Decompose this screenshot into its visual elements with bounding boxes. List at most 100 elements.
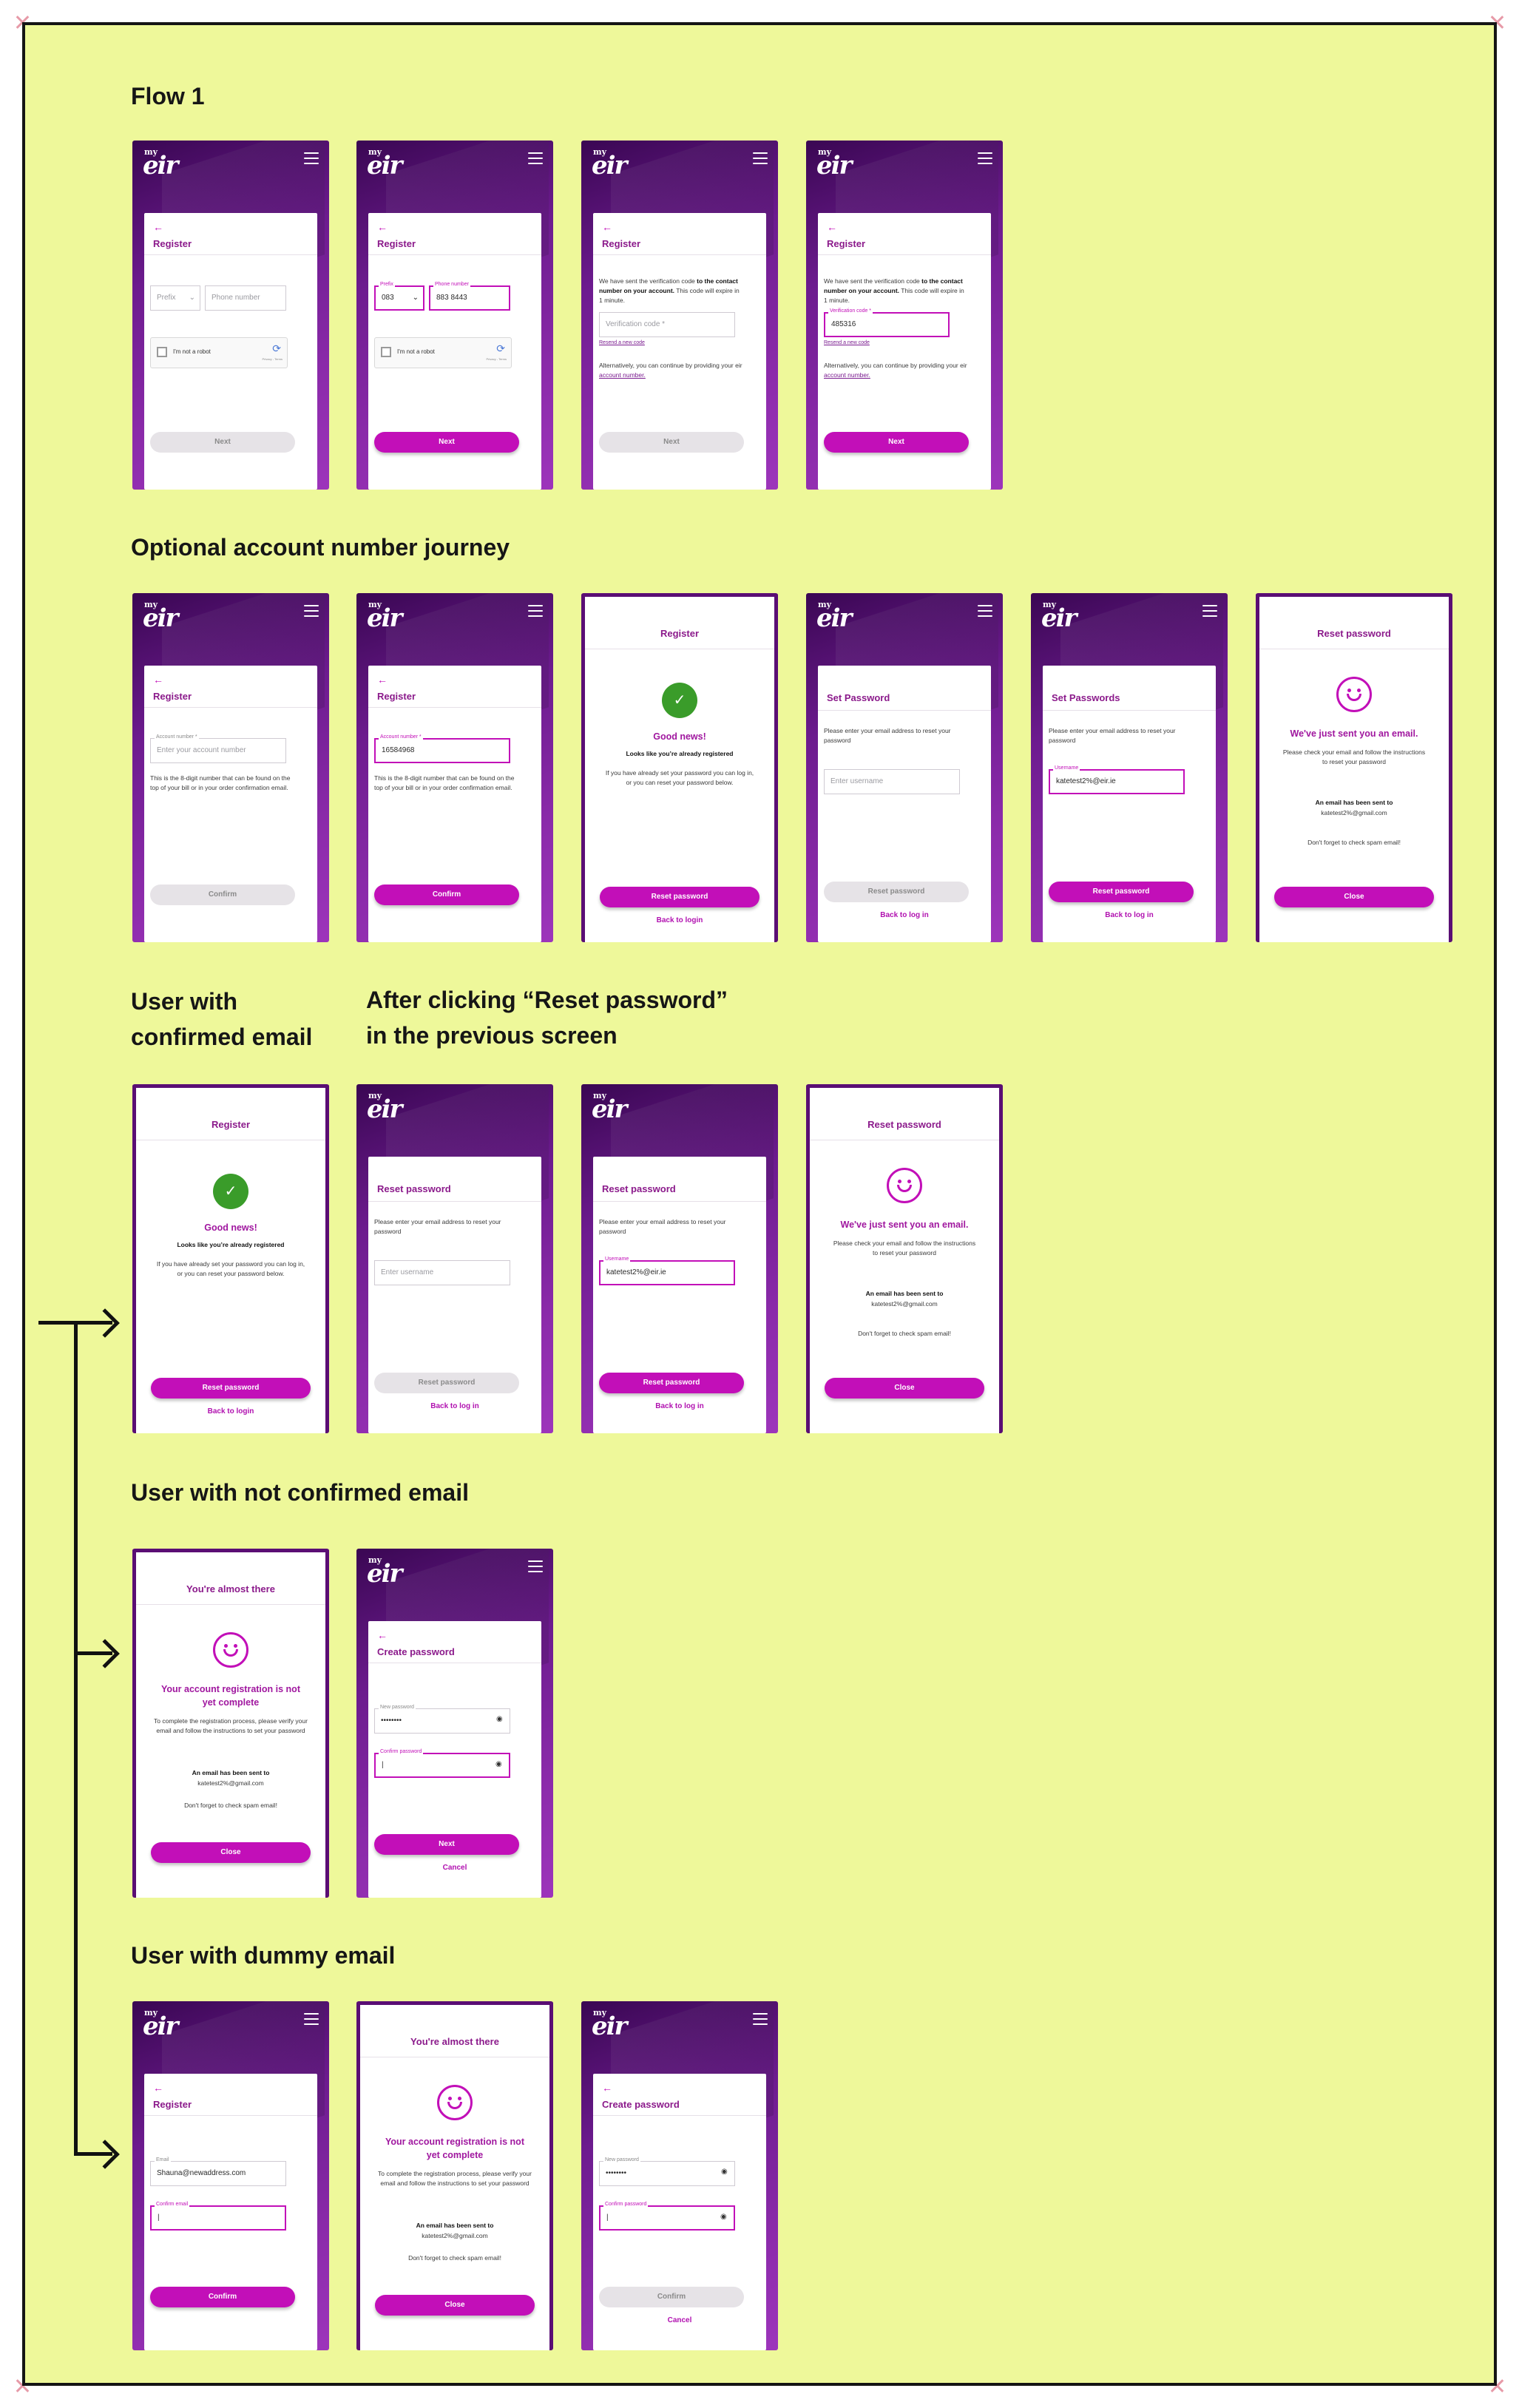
menu-icon[interactable] <box>304 605 319 617</box>
menu-icon[interactable] <box>978 605 992 617</box>
cancel-link[interactable]: Cancel <box>442 1864 467 1872</box>
back-to-log-in-link[interactable]: Back to log in <box>880 911 929 919</box>
confirm-button[interactable]: Confirm <box>599 2287 744 2307</box>
eye-slash-icon[interactable]: ◉ <box>495 1760 502 1768</box>
confirm-button[interactable]: Confirm <box>150 885 295 905</box>
reset-password-button[interactable]: Reset password <box>151 1378 311 1399</box>
back-arrow-icon[interactable]: ← <box>153 221 163 233</box>
menu-icon[interactable] <box>528 1560 543 1572</box>
next-button[interactable]: Next <box>824 432 969 453</box>
back-arrow-icon[interactable]: ← <box>153 2082 163 2094</box>
reset-password-button[interactable]: Reset password <box>1049 882 1194 902</box>
resend-code-link[interactable]: Resend a new code <box>599 340 645 345</box>
confirm-button[interactable]: Confirm <box>150 2287 295 2307</box>
back-to-log-in-link[interactable]: Back to log in <box>430 1402 479 1410</box>
back-to-login-link[interactable]: Back to login <box>656 916 703 924</box>
close-button[interactable]: Close <box>375 2295 535 2316</box>
card-title: Reset password <box>377 1183 451 1194</box>
phone-number-input[interactable]: Phone number <box>205 285 286 311</box>
success-check-icon: ✓ <box>213 1174 248 1209</box>
confirm-email-input[interactable]: | <box>150 2205 286 2231</box>
close-button[interactable]: Close <box>1274 887 1434 907</box>
next-button[interactable]: Next <box>374 432 519 453</box>
menu-icon[interactable] <box>528 605 543 617</box>
eye-slash-icon[interactable]: ◉ <box>720 2213 727 2221</box>
set-password-card: Set Passwords Please enter your email ad… <box>1043 666 1216 942</box>
reset-password-button[interactable]: Reset password <box>599 1373 744 1393</box>
close-button[interactable]: Close <box>151 1842 311 1863</box>
cancel-link[interactable]: Cancel <box>667 2316 692 2324</box>
card-title: Set Passwords <box>1052 692 1120 703</box>
username-input[interactable]: Enter username <box>374 1260 510 1285</box>
back-arrow-icon[interactable]: ← <box>377 221 388 233</box>
account-number-input[interactable]: 16584968 <box>374 738 510 763</box>
phone-number-input[interactable]: 883 8443 <box>429 285 510 311</box>
back-arrow-icon[interactable]: ← <box>827 221 837 233</box>
verification-code-input[interactable]: Verification code * <box>599 312 735 337</box>
card-title: Register <box>827 238 866 249</box>
confirm-button[interactable]: Confirm <box>374 885 519 905</box>
prefix-select[interactable]: 083⌄ <box>374 285 424 311</box>
account-number-link[interactable]: account number. <box>824 371 870 379</box>
eye-slash-icon[interactable]: ◉ <box>496 1715 503 1723</box>
reset-password-button[interactable]: Reset password <box>824 882 969 902</box>
menu-icon[interactable] <box>753 152 768 164</box>
reset-password-button[interactable]: Reset password <box>374 1373 519 1393</box>
next-button[interactable]: Next <box>150 432 295 453</box>
next-button[interactable]: Next <box>599 432 744 453</box>
recaptcha-checkbox[interactable] <box>381 347 391 357</box>
connector-line <box>74 2152 112 2156</box>
menu-icon[interactable] <box>304 152 319 164</box>
account-number-input[interactable]: Enter your account number <box>150 738 286 763</box>
heading-confirmed-2: confirmed email <box>131 1024 313 1050</box>
recaptcha-checkbox[interactable] <box>157 347 167 357</box>
back-arrow-icon[interactable]: ← <box>377 674 388 686</box>
close-button[interactable]: Close <box>825 1378 984 1399</box>
back-arrow-icon[interactable]: ← <box>602 221 612 233</box>
create-password-card: ← Create password ••••••••◉ New password… <box>368 1621 541 1898</box>
recaptcha-box[interactable]: I'm not a robot ⟳ Privacy - Terms <box>374 337 512 368</box>
menu-icon[interactable] <box>304 2013 319 2025</box>
new-password-input[interactable]: ••••••••◉ <box>374 1708 510 1734</box>
smiley-icon <box>887 1168 922 1203</box>
menu-icon[interactable] <box>528 152 543 164</box>
username-input[interactable]: Enter username <box>824 769 960 794</box>
back-to-login-link[interactable]: Back to login <box>207 1407 254 1416</box>
next-button[interactable]: Next <box>374 1834 519 1855</box>
good-news-title: Good news! <box>204 1222 257 1233</box>
back-to-log-in-link[interactable]: Back to log in <box>1105 911 1154 919</box>
confirm-password-input[interactable]: |◉ <box>599 2205 735 2231</box>
eye-slash-icon[interactable]: ◉ <box>721 2168 728 2176</box>
card-title: Create password <box>602 2099 680 2110</box>
verification-code-input[interactable]: 485316 <box>824 312 950 337</box>
alternative-text: Alternatively, you can continue by provi… <box>599 362 742 379</box>
back-arrow-icon[interactable]: ← <box>377 1629 388 1641</box>
heading-after-2: in the previous screen <box>366 1022 618 1049</box>
back-to-log-in-link[interactable]: Back to log in <box>655 1402 704 1410</box>
username-input[interactable]: katetest2%@eir.ie <box>1049 769 1185 794</box>
resend-code-link[interactable]: Resend a new code <box>824 340 870 345</box>
menu-icon[interactable] <box>978 152 992 164</box>
menu-icon[interactable] <box>753 2013 768 2025</box>
email-input[interactable]: Shauna@newaddress.com <box>150 2161 286 2186</box>
reset-password-button[interactable]: Reset password <box>600 887 760 907</box>
back-arrow-icon[interactable]: ← <box>153 674 163 686</box>
recaptcha-box[interactable]: I'm not a robot ⟳ Privacy - Terms <box>150 337 288 368</box>
screen-almost-there: You're almost there Your account registr… <box>132 1549 329 1898</box>
account-number-link[interactable]: account number. <box>599 371 646 379</box>
back-arrow-icon[interactable]: ← <box>602 2082 612 2094</box>
confirm-password-input[interactable]: |◉ <box>374 1753 510 1778</box>
register-card: ← Register Enter your account number Acc… <box>144 666 317 942</box>
menu-icon[interactable] <box>1202 605 1217 617</box>
username-input[interactable]: katetest2%@eir.ie <box>599 1260 735 1285</box>
prefix-select[interactable]: Prefix⌄ <box>150 285 200 311</box>
new-password-input[interactable]: ••••••••◉ <box>599 2161 735 2186</box>
